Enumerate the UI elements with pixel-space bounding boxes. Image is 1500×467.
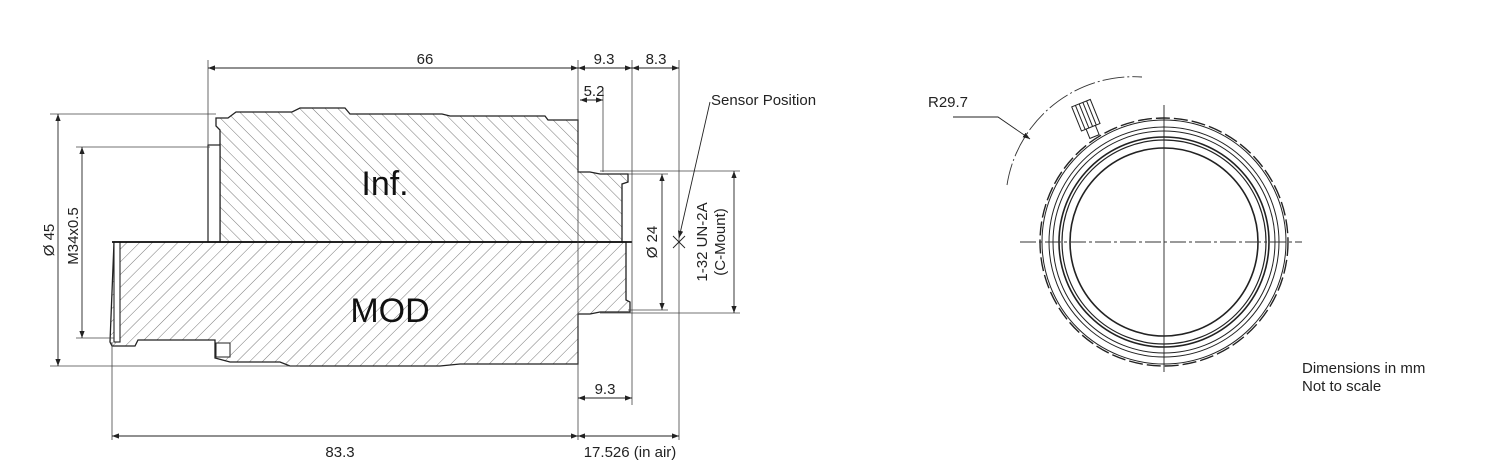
- inf-label: Inf.: [361, 165, 408, 203]
- dim-mod-length: 83.3: [325, 444, 354, 461]
- drawing-notes: Dimensions in mm Not to scale: [1302, 360, 1425, 396]
- dim-thread-length: 5.2: [584, 83, 605, 100]
- sensor-position-label: Sensor Position: [711, 92, 816, 109]
- dim-overall-length: 66: [417, 51, 434, 68]
- dim-filter-thread: M34x0.5: [65, 207, 82, 265]
- mod-label: MOD: [350, 292, 429, 330]
- scale-note: Not to scale: [1302, 378, 1382, 395]
- inf-section: [207, 107, 629, 243]
- dim-mod-flange: 9.3: [595, 381, 616, 398]
- dimension-lines: [55, 65, 737, 439]
- dim-flange-to-sensor: 8.3: [646, 51, 667, 68]
- mod-section: [109, 241, 631, 367]
- radius-label: R29.7: [928, 94, 968, 111]
- front-view: R29.7: [928, 76, 1302, 372]
- dim-back-focus: 17.526 (in air): [584, 444, 677, 461]
- dim-mount-thread: 1-32 UN-2A: [694, 202, 711, 281]
- focus-knob-icon: [1071, 98, 1101, 140]
- units-note: Dimensions in mm: [1302, 360, 1426, 377]
- dim-mount-flange: 9.3: [594, 51, 615, 68]
- dim-mount-type: (C-Mount): [712, 208, 729, 276]
- sensor-position-callout: Sensor Position: [672, 92, 816, 249]
- dim-outer-diameter: Ø 45: [41, 224, 58, 257]
- dim-rear-diameter: Ø 24: [644, 226, 661, 259]
